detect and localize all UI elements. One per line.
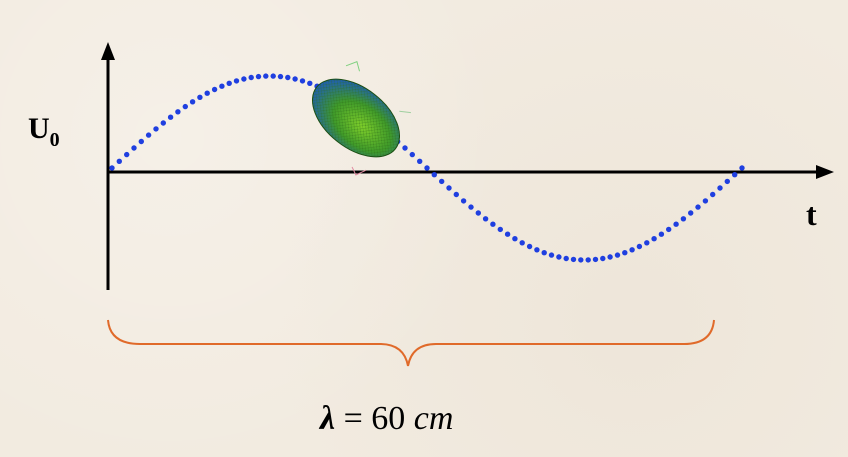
wave-dot xyxy=(482,216,489,222)
wave-dot xyxy=(563,255,569,262)
wave-dot xyxy=(453,191,459,198)
wavelength-equals: = xyxy=(343,400,363,437)
wave-dot xyxy=(131,145,137,151)
wave-dot xyxy=(504,231,511,237)
wavelength-value: 60 xyxy=(371,400,406,437)
wave-dot xyxy=(526,243,533,250)
wave-dot xyxy=(666,226,672,233)
wave-dot xyxy=(270,73,276,79)
wave-dot xyxy=(475,210,481,216)
wave-dot xyxy=(688,210,694,216)
wave-dot xyxy=(263,73,269,79)
wave-dot xyxy=(255,73,262,80)
wave-dot xyxy=(622,250,628,256)
wave-dot xyxy=(167,114,174,120)
x-axis-label: t xyxy=(806,196,817,232)
wave-dot xyxy=(197,94,203,101)
x-axis-arrow-icon xyxy=(816,165,834,179)
wave-dot xyxy=(585,257,591,263)
wave-dot xyxy=(402,145,408,151)
wave-dot xyxy=(248,74,254,81)
wave-dot xyxy=(680,216,687,222)
wave-dot xyxy=(592,256,599,263)
wave-dot xyxy=(233,78,240,84)
wave-dot xyxy=(600,255,606,262)
wave-dot xyxy=(409,151,415,158)
wave-dot xyxy=(717,185,723,191)
wave-dot xyxy=(658,231,665,237)
wave-dot xyxy=(439,178,445,185)
wave-dot xyxy=(116,158,123,164)
wave-dot xyxy=(124,151,130,158)
wave-dot xyxy=(292,76,298,82)
y-axis-label: U0 xyxy=(28,112,60,151)
wave-dot xyxy=(285,74,291,81)
wave-dot xyxy=(468,204,474,210)
wave-dot xyxy=(570,256,577,263)
wave-dot xyxy=(534,247,540,253)
wave-dot xyxy=(145,132,152,138)
wave-dot xyxy=(702,198,709,204)
wave-dot xyxy=(519,240,525,246)
wave-dot xyxy=(739,165,745,171)
particle-ellipsoid-icon xyxy=(311,60,411,176)
wave-dot xyxy=(636,243,643,250)
wave-dot xyxy=(607,254,613,260)
y-axis-label-main: U xyxy=(28,112,50,145)
wave-dot xyxy=(175,109,181,115)
wave-dot xyxy=(548,252,555,258)
wave-dot xyxy=(673,221,679,227)
wave-dot xyxy=(578,257,584,263)
wave-dot xyxy=(153,126,159,132)
wave-dot xyxy=(512,236,518,242)
wave-dot xyxy=(241,76,247,82)
wave-dot xyxy=(307,80,313,87)
wavelength-label: λ = 60 cm xyxy=(320,400,453,438)
wave-dot xyxy=(644,240,650,246)
wave-dot xyxy=(431,172,437,178)
wave-dot xyxy=(424,165,430,171)
wave-dot xyxy=(417,158,423,164)
wave-dot xyxy=(204,90,210,96)
wave-dot xyxy=(109,165,115,171)
wave-dot xyxy=(732,172,738,178)
sine-wave xyxy=(109,73,745,263)
wavelength-brace xyxy=(107,319,715,367)
wave-dot xyxy=(614,252,621,258)
wave-dot xyxy=(541,250,547,256)
wavelength-unit: cm xyxy=(413,400,454,437)
wave-dot xyxy=(226,80,232,87)
wave-dot xyxy=(629,247,635,253)
wave-dot xyxy=(490,221,496,227)
wave-dot xyxy=(556,254,562,260)
wave-dot xyxy=(277,73,284,80)
wave-dot xyxy=(695,204,701,210)
wave-dot xyxy=(299,78,306,84)
wave-dot xyxy=(446,185,452,191)
wave-dot xyxy=(211,86,218,93)
y-axis-label-subscript: 0 xyxy=(49,129,60,151)
wave-dot xyxy=(651,236,657,242)
y-axis-arrow-icon xyxy=(101,42,115,60)
wave-dot xyxy=(189,99,196,105)
wave-dot xyxy=(724,178,730,185)
wave-dot xyxy=(219,83,225,89)
wave-dot xyxy=(138,138,144,145)
wave-dot xyxy=(497,226,503,233)
wavelength-symbol: λ xyxy=(320,400,336,437)
wave-dot xyxy=(710,191,716,198)
wave-dot xyxy=(182,103,188,110)
wave-dot xyxy=(160,120,166,126)
wave-dot xyxy=(460,198,467,204)
